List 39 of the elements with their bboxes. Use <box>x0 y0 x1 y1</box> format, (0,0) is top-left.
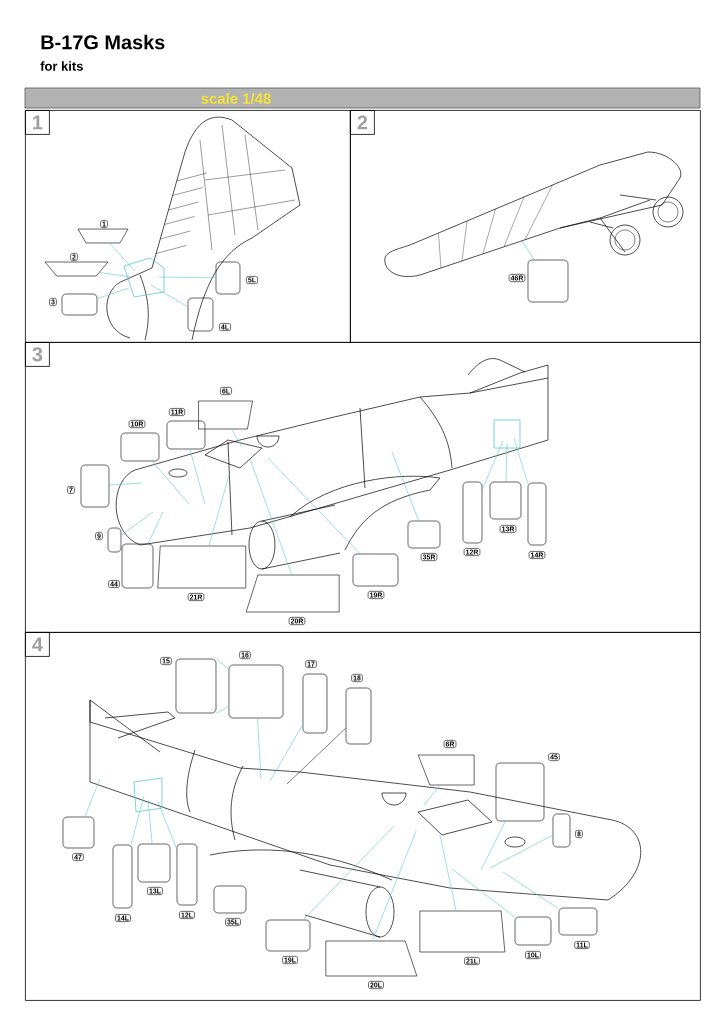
leader-line <box>521 240 535 260</box>
leader-line <box>391 451 419 521</box>
leader-line <box>505 442 508 482</box>
leader-line <box>249 458 293 575</box>
leader-line <box>152 461 190 505</box>
leader-line <box>157 801 177 850</box>
leader-line <box>109 482 143 486</box>
leader-line <box>482 440 504 490</box>
leader-line <box>231 429 243 448</box>
leader-line <box>286 727 346 785</box>
leader-line <box>216 658 229 670</box>
leader-line <box>147 511 164 544</box>
leader-line <box>208 474 230 546</box>
leader-line <box>84 778 101 817</box>
leader-line <box>269 724 303 782</box>
title: B-17G Masks <box>41 34 165 50</box>
leader-line <box>150 284 188 308</box>
leader-line <box>109 243 135 271</box>
leader-line <box>303 825 395 920</box>
leader-line <box>513 437 528 484</box>
leader-line <box>158 276 216 279</box>
leader-line <box>451 868 515 918</box>
leader-line <box>189 449 206 505</box>
leader-line <box>502 871 559 910</box>
leader-line <box>97 287 130 299</box>
leader-line <box>121 511 154 536</box>
leader-line <box>257 718 262 780</box>
subtitle: for kits <box>40 61 83 71</box>
leader-line <box>489 834 553 869</box>
leader-line <box>372 830 417 941</box>
leader-line <box>480 821 506 871</box>
leader-line <box>439 834 457 911</box>
leader-line <box>423 785 441 806</box>
leader-line <box>216 706 229 714</box>
leader-line <box>99 272 132 278</box>
header-bar: scale 1/48 <box>24 87 701 109</box>
leader-line <box>267 457 361 554</box>
leader-line <box>130 795 145 845</box>
leader-line <box>147 799 153 844</box>
